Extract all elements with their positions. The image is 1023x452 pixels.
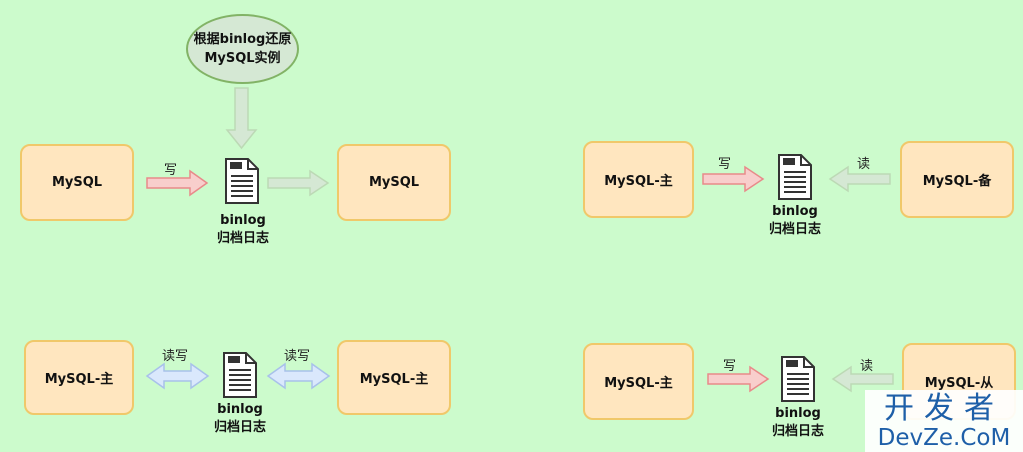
binlog-caption-2: binlog 归档日志 — [745, 203, 845, 239]
log-name-2: binlog — [772, 204, 818, 219]
log-desc-1: 归档日志 — [216, 231, 269, 246]
restore-note-line1: 根据binlog还原 — [193, 32, 292, 47]
read-arrow-2 — [828, 165, 891, 193]
mysql-primary-box-2: MySQL-主 — [583, 141, 694, 218]
log-desc-4: 归档日志 — [771, 424, 824, 439]
log-desc-3: 归档日志 — [213, 420, 266, 435]
write-label-1: 写 — [164, 163, 178, 178]
mysql-source-box: MySQL — [20, 144, 134, 221]
restore-down-arrow — [225, 87, 258, 150]
write-label-4: 写 — [723, 359, 737, 374]
read-label-4: 读 — [860, 359, 874, 374]
write-arrow-1 — [146, 169, 209, 197]
mysql-master-left-box: MySQL-主 — [24, 340, 134, 415]
log-name-3: binlog — [217, 402, 263, 417]
replay-arrow-1 — [267, 169, 330, 197]
binlog-caption-4: binlog 归档日志 — [748, 405, 848, 441]
rw-label-left: 读写 — [162, 349, 189, 364]
binlog-document-icon — [781, 356, 815, 402]
write-arrow-2 — [702, 165, 765, 193]
watermark-line1: 开发者 — [884, 391, 1004, 426]
binlog-document-icon — [225, 158, 259, 204]
site-watermark: 开发者 DevZe.CoM — [865, 390, 1023, 452]
binlog-document-icon — [223, 352, 257, 398]
read-arrow-4 — [831, 365, 894, 393]
mysql-master-right-box: MySQL-主 — [337, 340, 451, 415]
read-label-2: 读 — [857, 157, 871, 172]
write-label-2: 写 — [718, 157, 732, 172]
write-arrow-4 — [707, 365, 770, 393]
rw-arrow-left — [145, 362, 210, 390]
mysql-primary-box-4: MySQL-主 — [583, 343, 694, 420]
rw-arrow-right — [266, 362, 331, 390]
log-desc-2: 归档日志 — [768, 222, 821, 237]
log-name-4: binlog — [775, 406, 821, 421]
binlog-caption-3: binlog 归档日志 — [190, 401, 290, 437]
binlog-document-icon — [778, 154, 812, 200]
mysql-target-box: MySQL — [337, 144, 451, 221]
rw-label-right: 读写 — [284, 349, 311, 364]
watermark-line2: DevZe.CoM — [877, 425, 1011, 451]
binlog-caption-1: binlog 归档日志 — [193, 212, 293, 248]
restore-note-line2: MySQL实例 — [204, 51, 281, 66]
log-name-1: binlog — [220, 213, 266, 228]
restore-note-ellipse: 根据binlog还原 MySQL实例 — [186, 14, 299, 84]
mysql-backup-box: MySQL-备 — [900, 141, 1014, 218]
